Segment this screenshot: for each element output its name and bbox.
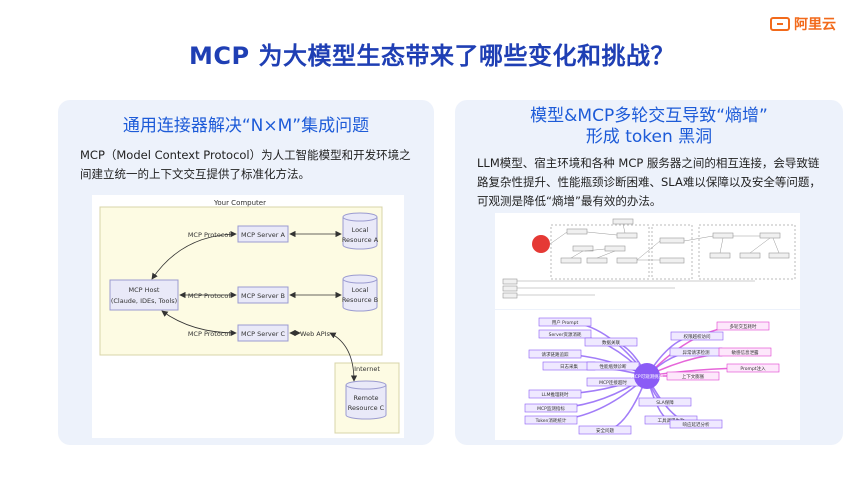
mcp-server-b-node: [237, 286, 289, 304]
mindmap-center-label: MCP可观测挑战: [631, 373, 664, 380]
mindmap-node-label: Server资源消耗: [549, 331, 582, 338]
mindmap-node-label: SLA保障: [656, 399, 674, 406]
left-panel-title: 通用连接器解决“N×M”集成问题: [122, 116, 370, 136]
mindmap-node-label: 请求链路追踪: [542, 351, 569, 358]
local-resource-b-line2: Resource B: [342, 296, 378, 304]
mindmap-node-label: MCP监测指标: [537, 405, 565, 412]
mindmap-node: 请求链路追踪: [528, 349, 582, 359]
mindmap-node: 用户 Prompt: [538, 317, 592, 327]
mcp-host-line1: MCP Host: [129, 286, 160, 294]
mindmap-node: 多轮交互耗时: [716, 321, 770, 331]
mindmap-node-label: 权限越权访问: [684, 333, 711, 340]
mindmap-node: Server资源消耗: [538, 329, 592, 339]
brand-name: 阿里云: [794, 17, 836, 33]
mindmap-node: Prompt注入: [726, 363, 780, 373]
mindmap-node-label: 数据关联: [602, 339, 620, 346]
local-resource-a-node: Local Resource A: [342, 212, 379, 250]
mindmap-node: 上下文膨胀: [666, 371, 720, 381]
mcp-server-a-label: MCP Server A: [241, 231, 286, 239]
mindmap-node-label: 用户 Prompt: [552, 319, 579, 326]
mindmap-node: 权限越权访问: [670, 331, 724, 341]
local-resource-a-line1: Local: [352, 226, 369, 234]
mcp-host-line2: (Claude, IDEs, Tools): [111, 297, 177, 305]
host-to-server-c-edge: [161, 310, 237, 337]
mindmap-node-label: MCP连接超时: [599, 379, 627, 386]
mindmap-node: 安全问题: [578, 425, 632, 435]
remote-resource-c-node: Remote Resource C: [345, 380, 387, 420]
left-panel: 通用连接器解决“N×M”集成问题 MCP（Model Context Proto…: [58, 100, 434, 445]
mindmap-node: 异常请求检测: [669, 347, 723, 357]
mcp-server-c-label: MCP Server C: [241, 330, 286, 338]
mcp-architecture-diagram: Your Computer Internet MCP Host (Claude,…: [92, 195, 404, 438]
your-computer-label: Your Computer: [213, 199, 266, 207]
mindmap-node: 敏感信息泄露: [718, 347, 772, 357]
right-panel: 模型&MCP多轮交互导致“熵增” 形成 token 黑洞 LLM模型、宿主环境和…: [455, 100, 843, 445]
mindmap-node-label: 日志采集: [560, 363, 578, 370]
mindmap-node: 数据关联: [584, 337, 638, 347]
right-panel-title: 模型&MCP多轮交互导致“熵增” 形成 token 黑洞: [455, 106, 843, 148]
trace-start-node: [532, 235, 550, 253]
left-panel-description: MCP（Model Context Protocol）为人工智能模型和开发环境之…: [80, 148, 411, 181]
mindmap-node-label: 安全问题: [596, 427, 614, 434]
mindmap-node: 性能瓶颈诊断: [586, 361, 640, 371]
local-resource-a-line2: Resource A: [342, 236, 379, 244]
host-to-server-a-edge: [151, 230, 237, 280]
mindmap-node-label: 多轮交互耗时: [730, 323, 757, 330]
remote-resource-c-line1: Remote: [353, 394, 378, 402]
web-apis-to-remote-edge: [329, 332, 358, 382]
mindmap-node-label: 响应延迟分析: [683, 421, 710, 428]
mindmap-node: Token消耗统计: [524, 415, 578, 425]
mcp-server-b-label: MCP Server B: [241, 292, 285, 300]
protocol-c-label: MCP Protocol: [188, 330, 231, 338]
mindmap-node: SLA保障: [638, 397, 692, 407]
mindmap-node-label: 上下文膨胀: [682, 373, 705, 380]
local-resource-b-node: Local Resource B: [342, 274, 378, 312]
mcp-server-a-node: [237, 225, 289, 243]
mindmap-node-label: 性能瓶颈诊断: [600, 363, 627, 370]
right-panel-description: LLM模型、宿主环境和各种 MCP 服务器之间的相互连接，会导致链路复杂性提升、…: [477, 156, 821, 208]
mcp-host-node: [109, 279, 179, 311]
web-apis-label: Web APIs: [300, 330, 331, 338]
mindmap-node: MCP监测指标: [524, 403, 578, 413]
page-title: MCP 为大模型生态带来了哪些变化和挑战？: [189, 42, 675, 70]
protocol-b-label: MCP Protocol: [188, 292, 231, 300]
remote-resource-c-line2: Resource C: [348, 404, 385, 412]
mindmap-node: 响应延迟分析: [669, 419, 723, 429]
local-resource-b-line1: Local: [352, 286, 369, 294]
brand-logo: 阿里云: [770, 14, 836, 34]
mindmap-center-node: [634, 363, 660, 389]
mindmap-node-label: Prompt注入: [740, 365, 766, 372]
mindmap-node-label: LLM推理耗时: [542, 391, 569, 398]
mindmap-node-label: 异常请求检测: [683, 349, 710, 356]
mcp-server-c-node: [237, 324, 289, 342]
right-panel-title-line1: 模型&MCP多轮交互导致“熵增”: [530, 106, 768, 126]
internet-label: Internet: [354, 365, 380, 373]
mindmap-node-label: 敏感信息泄露: [732, 349, 759, 356]
trace-flow-diagram: [495, 213, 800, 309]
right-panel-title-line2: 形成 token 黑洞: [585, 127, 713, 147]
mindmap-node-label: Token消耗统计: [535, 417, 567, 424]
aliyun-logo-icon: [770, 17, 790, 31]
mindmap-node: LLM推理耗时: [528, 389, 582, 399]
